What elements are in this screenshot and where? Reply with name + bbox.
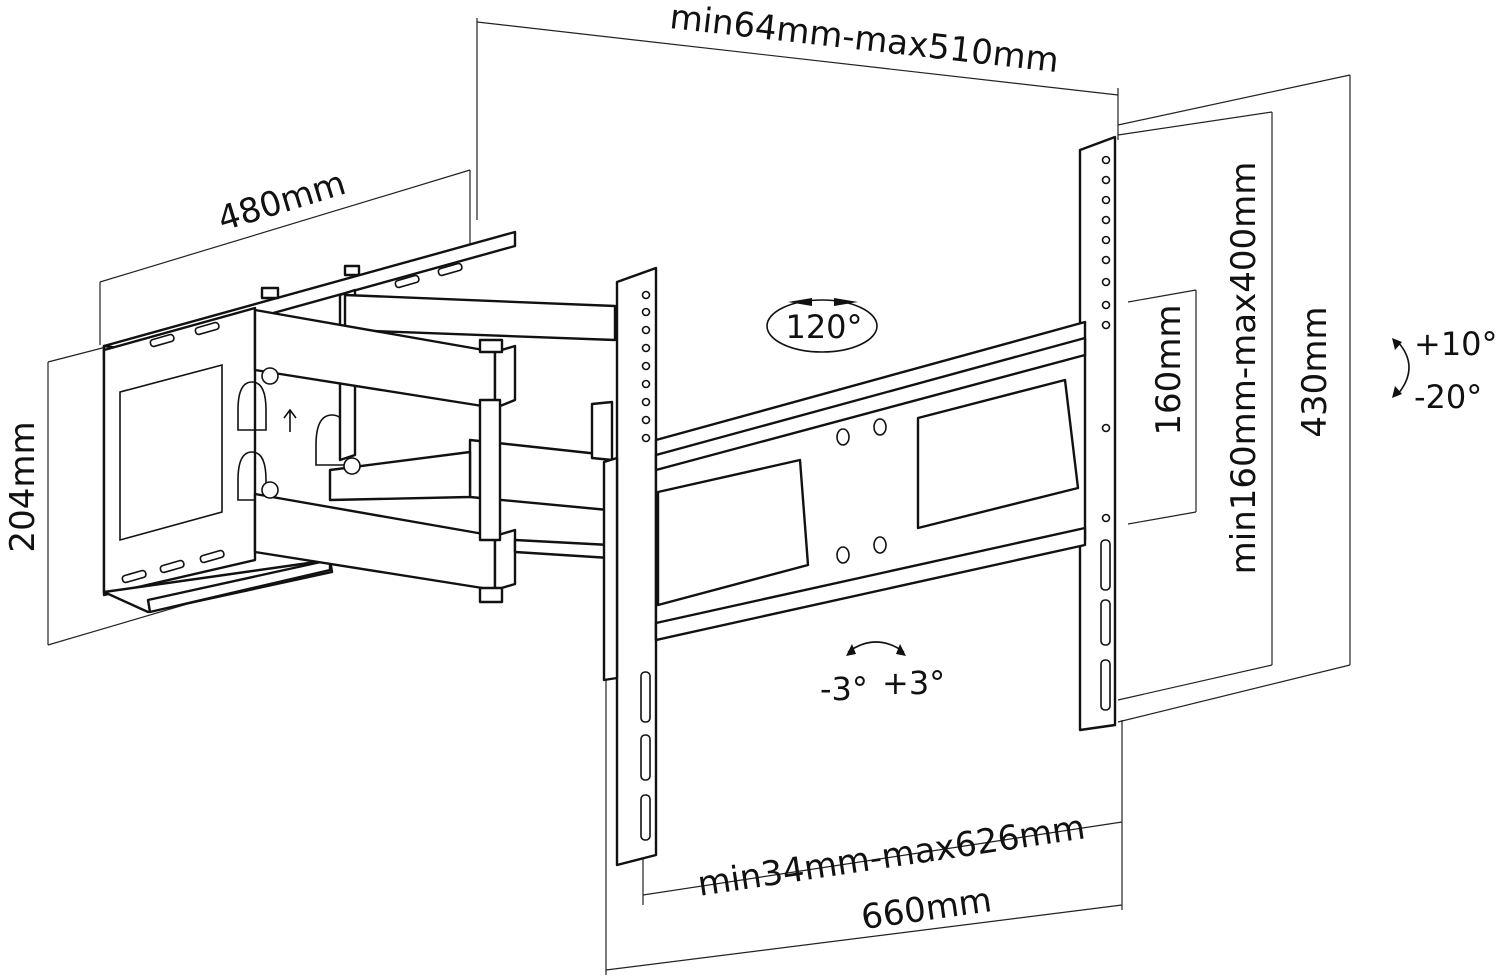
angle-tilt-up: +10° xyxy=(1414,325,1498,363)
angle-level-minus: -3° xyxy=(820,670,868,708)
level-arrow-icon xyxy=(846,641,906,656)
tilt-arrow-icon xyxy=(1392,338,1410,398)
dim-bracket-height: 430mm xyxy=(1295,306,1335,437)
angle-swivel: 120° xyxy=(785,308,862,346)
angle-level-plus: +3° xyxy=(882,664,945,702)
dimension-lines xyxy=(47,18,1351,975)
swivel-symbol xyxy=(766,298,878,353)
dim-vesa-vertical: min160mm-max400mm xyxy=(1224,162,1264,575)
wall-plate xyxy=(102,230,517,614)
dim-extension: min34mm-max626mm xyxy=(695,807,1088,904)
swing-arms xyxy=(253,264,617,604)
dim-wall-plate-height: 204mm xyxy=(3,421,43,552)
dim-wall-plate-width: 480mm xyxy=(213,163,350,240)
dim-inner-height: 160mm xyxy=(1149,304,1189,435)
angle-tilt-down: -20° xyxy=(1414,378,1482,416)
tv-bracket xyxy=(602,135,1117,867)
dim-vesa-horizontal: min64mm-max510mm xyxy=(668,0,1061,81)
